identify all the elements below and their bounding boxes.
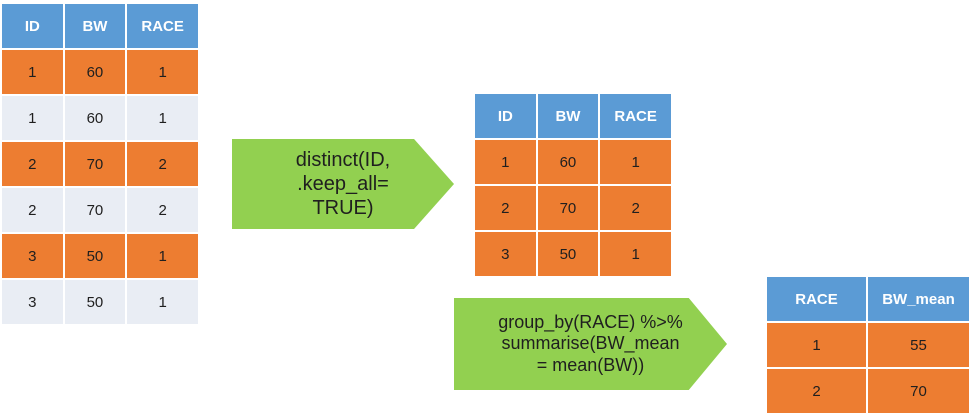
header-cell-id: ID xyxy=(475,94,536,138)
table-row: 1 55 xyxy=(767,323,969,367)
table-row: 1 60 1 xyxy=(2,96,198,140)
cell-id: 2 xyxy=(475,186,536,230)
table-header-row: ID BW RACE xyxy=(475,94,671,138)
cell-id: 3 xyxy=(2,234,63,278)
cell-bw: 50 xyxy=(537,232,599,276)
header-cell-id: ID xyxy=(2,4,63,48)
cell-race: 1 xyxy=(767,323,866,367)
cell-bw: 60 xyxy=(64,50,126,94)
cell-bw: 70 xyxy=(64,142,126,186)
table-row: 3 50 1 xyxy=(2,234,198,278)
distinct-arrow-line: TRUE) xyxy=(312,197,374,219)
cell-id: 2 xyxy=(2,188,63,232)
cell-bw: 70 xyxy=(537,186,599,230)
cell-id: 3 xyxy=(475,232,536,276)
summarise-arrow-line: = mean(BW)) xyxy=(536,354,645,375)
cell-race: 2 xyxy=(127,142,198,186)
summarise-arrow-line: summarise(BW_mean xyxy=(501,333,680,354)
table-row: 2 70 2 xyxy=(2,142,198,186)
table-row: 2 70 xyxy=(767,369,969,413)
cell-bw: 70 xyxy=(64,188,126,232)
distinct-arrow-line: .keep_all= xyxy=(297,173,389,195)
cell-race: 1 xyxy=(127,50,198,94)
table-row: 1 60 1 xyxy=(475,140,671,184)
header-cell-bw-mean: BW_mean xyxy=(867,277,969,321)
cell-bw: 50 xyxy=(64,234,126,278)
cell-race: 1 xyxy=(127,96,198,140)
cell-race: 1 xyxy=(127,234,198,278)
header-cell-race: RACE xyxy=(600,94,671,138)
table-row: 3 50 1 xyxy=(2,280,198,324)
table-row: 3 50 1 xyxy=(475,232,671,276)
distinct-arrow-text: distinct(ID, .keep_all= TRUE) xyxy=(252,148,434,220)
summarise-arrow: group_by(RACE) %>% summarise(BW_mean = m… xyxy=(454,298,727,390)
cell-bw-mean: 55 xyxy=(867,323,969,367)
distinct-table: ID BW RACE 1 60 1 2 70 2 3 50 1 xyxy=(473,92,673,278)
table-header-row: RACE BW_mean xyxy=(767,277,969,321)
cell-race: 1 xyxy=(127,280,198,324)
header-cell-race: RACE xyxy=(127,4,198,48)
cell-id: 1 xyxy=(2,50,63,94)
header-cell-bw: BW xyxy=(64,4,126,48)
table-header-row: ID BW RACE xyxy=(2,4,198,48)
distinct-arrow-line: distinct(ID, xyxy=(295,149,391,171)
cell-id: 1 xyxy=(2,96,63,140)
cell-bw: 60 xyxy=(537,140,599,184)
input-table: ID BW RACE 1 60 1 1 60 1 2 70 2 2 70 2 3… xyxy=(0,2,200,326)
cell-race: 2 xyxy=(600,186,671,230)
table-row: 2 70 2 xyxy=(2,188,198,232)
cell-race: 1 xyxy=(600,140,671,184)
header-cell-bw: BW xyxy=(537,94,599,138)
cell-bw: 60 xyxy=(64,96,126,140)
summary-table: RACE BW_mean 1 55 2 70 xyxy=(765,275,971,415)
cell-id: 1 xyxy=(475,140,536,184)
table-row: 2 70 2 xyxy=(475,186,671,230)
cell-bw-mean: 70 xyxy=(867,369,969,413)
summarise-arrow-text: group_by(RACE) %>% summarise(BW_mean = m… xyxy=(472,312,710,377)
summarise-arrow-line: group_by(RACE) %>% xyxy=(498,311,683,332)
header-cell-race: RACE xyxy=(767,277,866,321)
cell-bw: 50 xyxy=(64,280,126,324)
table-row: 1 60 1 xyxy=(2,50,198,94)
distinct-arrow: distinct(ID, .keep_all= TRUE) xyxy=(232,139,454,229)
cell-race: 2 xyxy=(767,369,866,413)
cell-id: 3 xyxy=(2,280,63,324)
cell-race: 2 xyxy=(127,188,198,232)
cell-race: 1 xyxy=(600,232,671,276)
cell-id: 2 xyxy=(2,142,63,186)
